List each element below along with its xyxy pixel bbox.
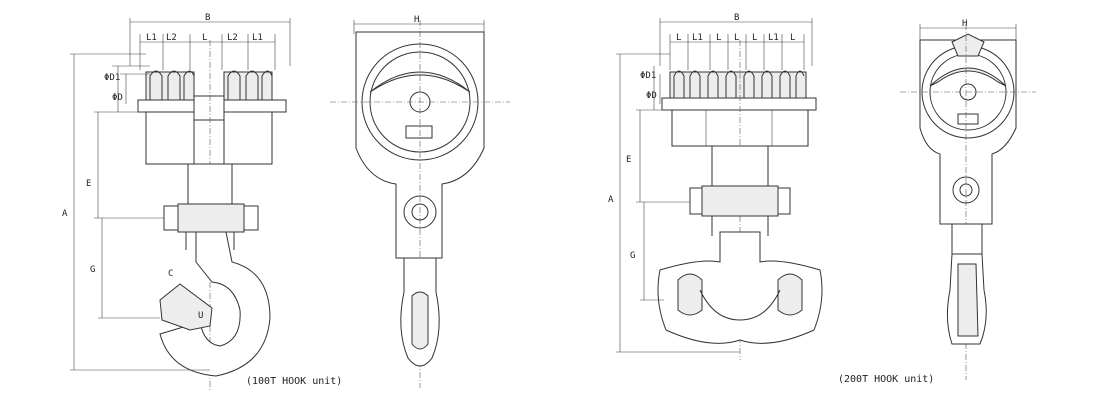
dim-H-side: H: [414, 15, 419, 25]
dim-200-L1f: L1: [768, 33, 779, 43]
dim-200-L1e: L: [752, 33, 757, 43]
dim-D: ΦD: [112, 93, 123, 103]
dim-L2-left: L2: [166, 33, 177, 43]
hook-200t-front-view: B L L1 L L L L1 L: [608, 13, 823, 360]
dim-L2-right: L2: [227, 33, 238, 43]
dim-L1-left: L1: [146, 33, 157, 43]
dim-A: A: [62, 209, 68, 219]
dim-B: B: [205, 13, 210, 23]
dim-D-200: ΦD: [646, 91, 657, 101]
dim-B-200: B: [734, 13, 739, 23]
dim-C: C: [168, 269, 173, 279]
dim-200-L1c: L: [716, 33, 721, 43]
dim-D1: ΦD1: [104, 73, 120, 83]
dim-200-L1: L: [676, 33, 681, 43]
hook-100t-front-view: B L1 L2 L L2 L1 C: [62, 13, 291, 390]
dim-200-L1d: L: [734, 33, 739, 43]
dim-200-L1b: L1: [692, 33, 703, 43]
dim-H-200: H: [962, 19, 967, 29]
dim-E-200: E: [626, 155, 631, 165]
dim-D1-200: ΦD1: [640, 71, 656, 81]
dim-U: U: [198, 311, 203, 321]
dim-L1-right: L1: [252, 33, 263, 43]
dim-200-L1g: L: [790, 33, 795, 43]
dim-E: E: [86, 179, 91, 189]
dim-G-200: G: [630, 251, 635, 261]
caption-200t: (200T HOOK unit): [838, 374, 934, 385]
dim-G: G: [90, 265, 95, 275]
dim-L: L: [202, 33, 207, 43]
dim-A-200: A: [608, 195, 614, 205]
hook-200t-side-view: H: [900, 19, 1036, 380]
hook-100t-side-view: H: [330, 15, 510, 388]
caption-100t: (100T HOOK unit): [246, 376, 342, 387]
